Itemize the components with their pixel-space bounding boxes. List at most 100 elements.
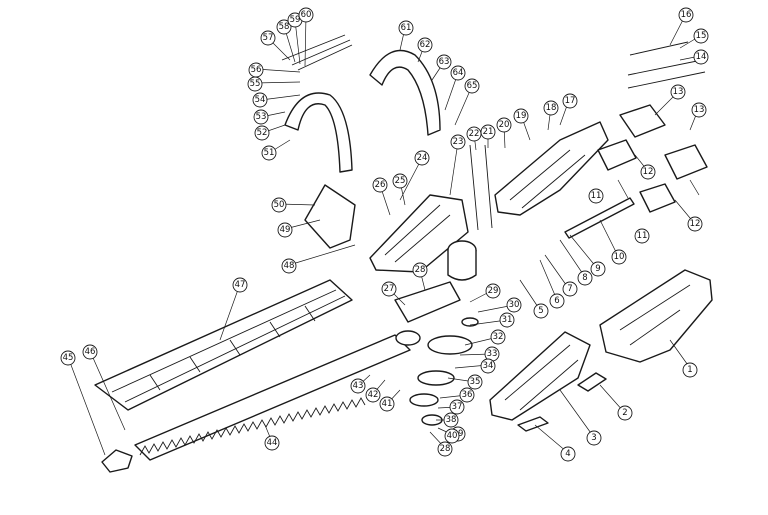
callout-40: 40	[444, 428, 460, 444]
parts-layer	[94, 34, 713, 473]
callout-32: 32	[490, 329, 506, 345]
callout-27: 27	[381, 281, 397, 297]
callout-43: 43	[350, 378, 366, 394]
callout-55-label: 55	[250, 79, 261, 89]
callout-6-label: 6	[554, 296, 559, 306]
callout-24-label: 24	[417, 153, 428, 163]
front-handle-arc	[284, 92, 353, 173]
blade	[134, 334, 411, 461]
callout-48: 48	[281, 258, 297, 274]
callout-21-label: 21	[483, 127, 494, 137]
callout-44: 44	[264, 435, 280, 451]
callout-12a-label: 12	[643, 167, 654, 177]
callout-50: 50	[271, 197, 287, 213]
callout-19: 19	[513, 108, 529, 124]
callout-64-label: 64	[453, 68, 464, 78]
callout-52: 52	[254, 125, 270, 141]
callout-15: 15	[693, 28, 709, 44]
callout-19-label: 19	[516, 111, 527, 121]
callout-61: 61	[398, 20, 414, 36]
callout-37-label: 37	[452, 402, 463, 412]
callout-57-label: 57	[263, 33, 274, 43]
callout-58-label: 58	[279, 22, 290, 32]
callout-30-label: 30	[509, 300, 520, 310]
callout-56-label: 56	[251, 65, 262, 75]
callout-28b: 28	[437, 441, 453, 457]
callout-16: 16	[678, 7, 694, 23]
callout-35-label: 35	[470, 377, 481, 387]
callout-49-label: 49	[280, 225, 291, 235]
callout-labels: 1 2 3 4 5 6 7 8 9 10 11 11 12 12 13 13 1…	[60, 7, 709, 462]
callout-38: 38	[443, 412, 459, 428]
callout-4: 4	[560, 446, 576, 462]
rail	[564, 197, 635, 239]
callout-54: 54	[252, 92, 268, 108]
callout-40-label: 40	[447, 431, 458, 441]
callout-62: 62	[417, 37, 433, 53]
callout-29-label: 29	[488, 286, 499, 296]
callout-11b-label: 11	[637, 231, 648, 241]
callout-46: 46	[82, 344, 98, 360]
callout-28b-label: 28	[440, 444, 451, 454]
callout-30: 30	[506, 297, 522, 313]
callout-33-label: 33	[487, 349, 498, 359]
upper-housing	[494, 121, 609, 216]
side-cover	[304, 184, 356, 249]
callout-31-label: 31	[502, 315, 513, 325]
callout-59-label: 59	[290, 15, 301, 25]
callout-47-label: 47	[235, 280, 246, 290]
label-plate-2	[577, 372, 607, 392]
callout-20: 20	[496, 117, 512, 133]
callout-22: 22	[466, 126, 482, 142]
gearbox	[394, 281, 461, 323]
callout-7-label: 7	[567, 284, 572, 294]
callout-9-label: 9	[595, 264, 600, 274]
callout-25: 25	[392, 173, 408, 189]
callout-60: 60	[298, 7, 314, 23]
handle-housing	[489, 331, 591, 421]
callout-22-label: 22	[469, 129, 480, 139]
callout-13a: 13	[670, 84, 686, 100]
callout-62-label: 62	[420, 40, 431, 50]
callout-8: 8	[577, 270, 593, 286]
callout-12b: 12	[687, 216, 703, 232]
callout-55: 55	[247, 76, 263, 92]
callout-32-label: 32	[493, 332, 504, 342]
battery-11a	[597, 139, 637, 171]
front-handle-loop	[369, 49, 441, 136]
callout-45: 45	[60, 350, 76, 366]
callout-28a: 28	[412, 262, 428, 278]
callout-18: 18	[543, 100, 559, 116]
callout-4-label: 4	[565, 449, 570, 459]
callout-9: 9	[590, 261, 606, 277]
callout-21: 21	[480, 124, 496, 140]
callout-52-label: 52	[257, 128, 268, 138]
callout-25-label: 25	[395, 176, 406, 186]
callout-17-label: 17	[565, 96, 576, 106]
callout-48-label: 48	[284, 261, 295, 271]
callout-38-label: 38	[446, 415, 457, 425]
callout-27-label: 27	[384, 284, 395, 294]
callout-31: 31	[499, 312, 515, 328]
callout-37: 37	[449, 399, 465, 415]
callout-41: 41	[379, 396, 395, 412]
callout-3-label: 3	[591, 433, 596, 443]
callout-50-label: 50	[274, 200, 285, 210]
callout-20-label: 20	[499, 120, 510, 130]
callout-6: 6	[549, 293, 565, 309]
callout-42: 42	[365, 387, 381, 403]
callout-60-label: 60	[301, 10, 312, 20]
callout-16-label: 16	[681, 10, 692, 20]
callout-24: 24	[414, 150, 430, 166]
blade-teeth	[139, 397, 366, 456]
callout-12a: 12	[640, 164, 656, 180]
callout-1-label: 1	[687, 365, 692, 375]
label-plate-4	[517, 416, 549, 432]
callout-5-label: 5	[538, 306, 543, 316]
callout-44-label: 44	[267, 438, 278, 448]
battery-13a	[619, 104, 666, 138]
callout-14-label: 14	[696, 52, 707, 62]
callout-61-label: 61	[401, 23, 412, 33]
callout-13b-label: 13	[694, 105, 705, 115]
